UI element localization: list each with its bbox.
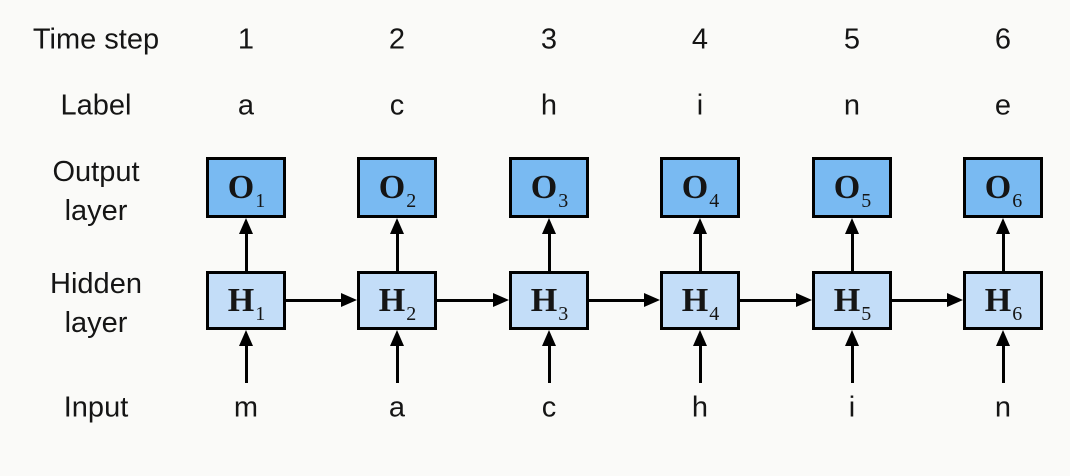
- input-value: n: [994, 391, 1012, 424]
- output-node-text: O5: [833, 168, 872, 212]
- hidden-to-hidden-arrow: [437, 293, 509, 307]
- arrowhead-up-icon: [390, 330, 404, 346]
- time-step-value: 3: [540, 23, 558, 56]
- hidden-to-hidden-arrow: [589, 293, 660, 307]
- arrow-shaft: [1001, 346, 1005, 383]
- hidden-node: H6: [963, 271, 1043, 330]
- input-value: i: [848, 391, 856, 424]
- arrowhead-right-icon: [644, 293, 660, 307]
- arrowhead-right-icon: [493, 293, 509, 307]
- hidden-node: H1: [206, 271, 286, 330]
- input-to-hidden-arrow: [845, 330, 859, 383]
- output-node: O2: [357, 157, 437, 218]
- hidden-node: H2: [357, 271, 437, 330]
- time-step-value: 4: [691, 23, 709, 56]
- output-node-text: O6: [984, 168, 1023, 212]
- arrow-shaft: [395, 234, 399, 271]
- hidden-layer-row-label: Hidden layer: [50, 267, 142, 339]
- arrow-shaft: [892, 298, 947, 302]
- arrow-shaft: [244, 346, 248, 383]
- time-step-value: 6: [994, 23, 1012, 56]
- input-row-label: Input: [63, 391, 129, 424]
- hidden-node-text: H1: [227, 281, 266, 325]
- input-value: a: [388, 391, 406, 424]
- time-step-value: 1: [237, 23, 255, 56]
- arrowhead-up-icon: [239, 218, 253, 234]
- arrow-shaft: [850, 346, 854, 383]
- label-value: h: [540, 89, 558, 122]
- arrowhead-up-icon: [996, 218, 1010, 234]
- hidden-to-output-arrow: [239, 218, 253, 271]
- hidden-to-hidden-arrow: [740, 293, 812, 307]
- arrow-shaft: [740, 298, 796, 302]
- hidden-node-text: H5: [833, 281, 872, 325]
- arrowhead-up-icon: [542, 218, 556, 234]
- arrowhead-up-icon: [239, 330, 253, 346]
- output-node: O4: [660, 157, 740, 218]
- label-value: e: [994, 89, 1012, 122]
- arrow-shaft: [547, 346, 551, 383]
- output-node-text: O3: [530, 168, 569, 212]
- input-to-hidden-arrow: [390, 330, 404, 383]
- hidden-node-text: H2: [378, 281, 417, 325]
- arrow-shaft: [1001, 234, 1005, 271]
- label-value: i: [696, 89, 704, 122]
- output-node: O3: [509, 157, 589, 218]
- label-row-label: Label: [60, 89, 132, 122]
- time-step-row-label: Time step: [32, 23, 160, 56]
- output-node: O1: [206, 157, 286, 218]
- time-step-value: 5: [843, 23, 861, 56]
- hidden-to-output-arrow: [542, 218, 556, 271]
- arrowhead-right-icon: [796, 293, 812, 307]
- hidden-node: H5: [812, 271, 892, 330]
- hidden-to-output-arrow: [693, 218, 707, 271]
- arrowhead-up-icon: [693, 330, 707, 346]
- output-layer-row-label: Output layer: [52, 155, 140, 227]
- input-value: c: [541, 391, 557, 424]
- arrow-shaft: [286, 298, 341, 302]
- hidden-to-hidden-arrow: [286, 293, 357, 307]
- arrow-shaft: [589, 298, 644, 302]
- arrow-shaft: [698, 346, 702, 383]
- arrowhead-right-icon: [341, 293, 357, 307]
- label-value: n: [843, 89, 861, 122]
- hidden-to-hidden-arrow: [892, 293, 963, 307]
- time-step-value: 2: [388, 23, 406, 56]
- arrow-shaft: [395, 346, 399, 383]
- arrow-shaft: [698, 234, 702, 271]
- arrow-shaft: [437, 298, 493, 302]
- input-to-hidden-arrow: [239, 330, 253, 383]
- input-to-hidden-arrow: [693, 330, 707, 383]
- arrowhead-up-icon: [390, 218, 404, 234]
- arrow-shaft: [547, 234, 551, 271]
- input-to-hidden-arrow: [996, 330, 1010, 383]
- output-node-text: O2: [378, 168, 417, 212]
- output-node-text: O1: [227, 168, 266, 212]
- input-value: h: [691, 391, 709, 424]
- arrowhead-up-icon: [845, 330, 859, 346]
- arrowhead-up-icon: [542, 330, 556, 346]
- hidden-node: H3: [509, 271, 589, 330]
- output-node: O6: [963, 157, 1043, 218]
- label-value: a: [237, 89, 255, 122]
- input-to-hidden-arrow: [542, 330, 556, 383]
- arrowhead-up-icon: [845, 218, 859, 234]
- hidden-to-output-arrow: [996, 218, 1010, 271]
- hidden-node-text: H3: [530, 281, 569, 325]
- hidden-node-text: H4: [681, 281, 720, 325]
- hidden-to-output-arrow: [390, 218, 404, 271]
- label-value: c: [389, 89, 405, 122]
- output-node: O5: [812, 157, 892, 218]
- arrowhead-right-icon: [947, 293, 963, 307]
- arrow-shaft: [850, 234, 854, 271]
- hidden-to-output-arrow: [845, 218, 859, 271]
- arrow-shaft: [244, 234, 248, 271]
- output-node-text: O4: [681, 168, 720, 212]
- arrowhead-up-icon: [693, 218, 707, 234]
- hidden-node: H4: [660, 271, 740, 330]
- arrowhead-up-icon: [996, 330, 1010, 346]
- input-value: m: [233, 391, 259, 424]
- hidden-node-text: H6: [984, 281, 1023, 325]
